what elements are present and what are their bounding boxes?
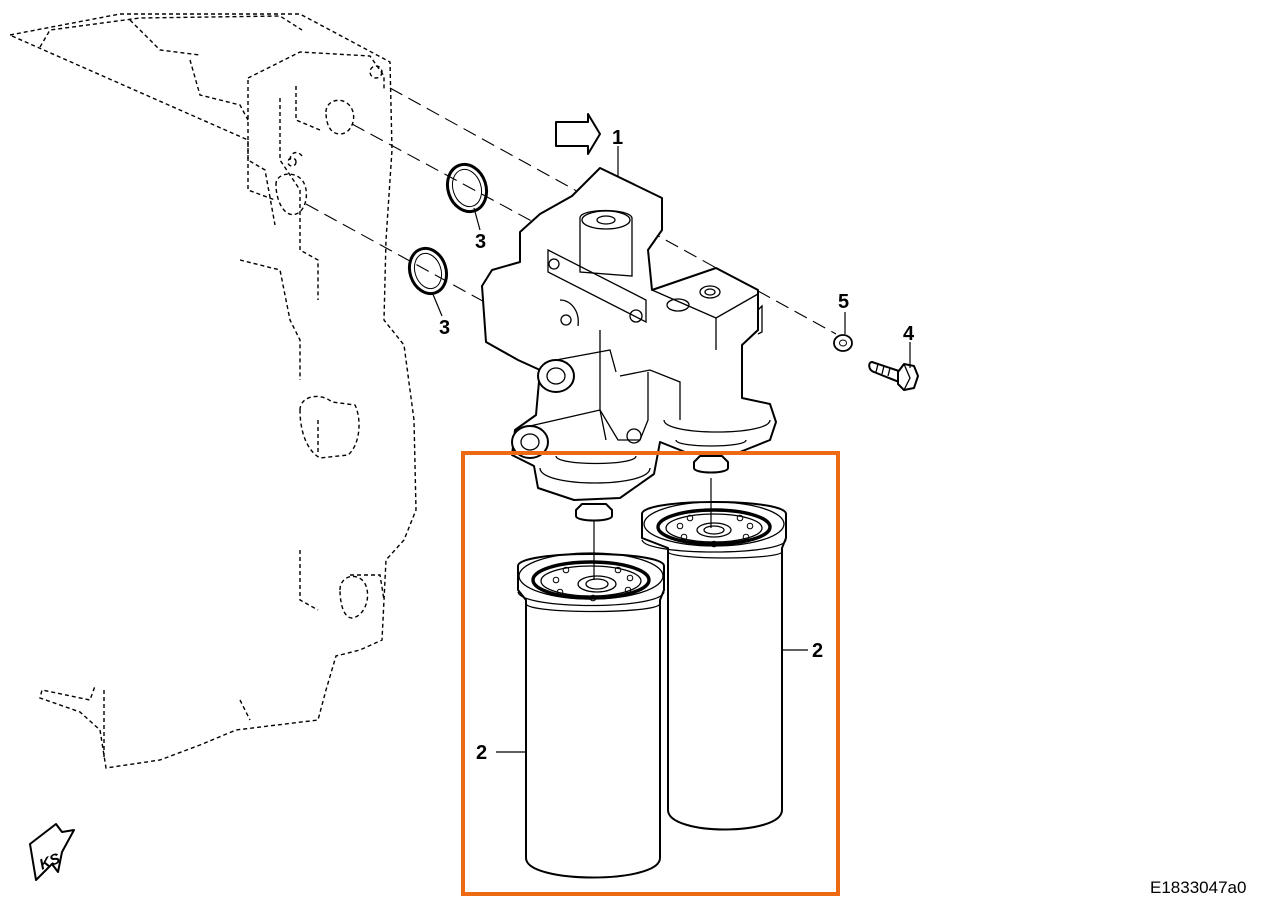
o-ring-lower bbox=[407, 246, 449, 296]
flow-direction-arrow bbox=[555, 113, 601, 155]
filter-left bbox=[517, 552, 665, 879]
callout-washer: 5 bbox=[838, 291, 849, 313]
engine-block-outline bbox=[9, 13, 417, 769]
callout-o-ring-upper: 3 bbox=[475, 231, 486, 253]
callout-filter-left: 2 bbox=[476, 742, 487, 764]
o-ring-upper bbox=[445, 162, 489, 214]
image-code: E1833047a0 bbox=[1150, 878, 1246, 897]
filter-right-holes bbox=[676, 514, 754, 548]
filter-right bbox=[641, 501, 787, 831]
callout-housing: 1 bbox=[612, 127, 623, 149]
leader-lines bbox=[431, 146, 911, 753]
threaded-adapters bbox=[575, 455, 729, 522]
callout-bolt: 4 bbox=[903, 323, 915, 345]
assembly-axes bbox=[593, 478, 712, 580]
callout-filter-right: 2 bbox=[812, 640, 823, 662]
bolt bbox=[868, 361, 919, 391]
filter-left-holes bbox=[552, 566, 634, 602]
orientation-mark-label: KS bbox=[37, 850, 63, 874]
orientation-mark: KS bbox=[29, 823, 75, 881]
highlight-frame bbox=[461, 451, 840, 896]
washer bbox=[833, 334, 853, 352]
filter-housing bbox=[481, 167, 777, 501]
callout-o-ring-lower: 3 bbox=[439, 317, 450, 339]
